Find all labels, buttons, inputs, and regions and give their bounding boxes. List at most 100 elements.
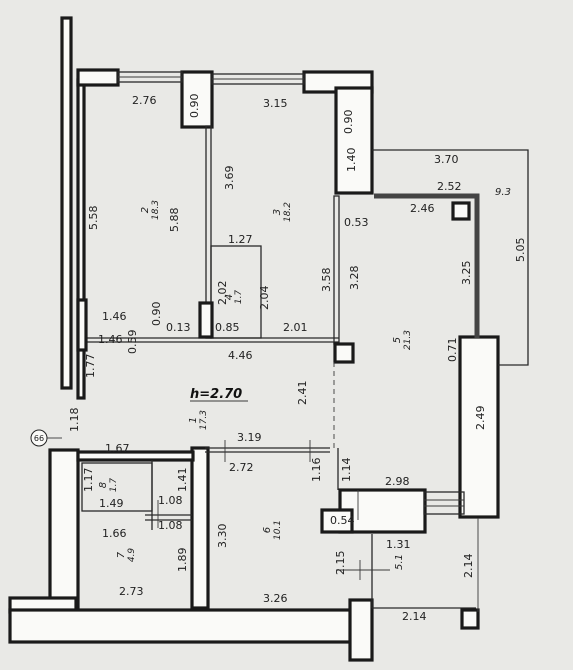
dimension-label: 1.31 [386, 538, 411, 551]
dimension-label: 2.46 [410, 202, 435, 215]
dimension-label: 3.26 [263, 592, 288, 605]
dimension-label: 5.05 [514, 238, 527, 263]
room-area: 1.7 [109, 478, 119, 493]
wall-bottom-strip [8, 608, 372, 644]
room-number: 5.1 [394, 554, 405, 570]
dimension-label: 1.67 [105, 442, 130, 455]
dimension-label: 0.59 [126, 330, 139, 355]
room-area: 17.3 [199, 410, 209, 430]
dimension-label: 1.27 [228, 233, 253, 246]
dimension-label: 1.08 [158, 519, 183, 532]
room-number: 1 [188, 417, 199, 423]
dimension-label: 3.30 [216, 524, 229, 549]
dimension-label: 0.71 [446, 338, 459, 363]
dimension-label: 1.66 [102, 527, 127, 540]
room-number: 3 [272, 209, 283, 215]
dimension-label: 2.14 [402, 610, 427, 623]
dimension-label: 1.89 [176, 548, 189, 573]
room-area: 4.9 [127, 548, 137, 563]
wall-bottom-right [348, 598, 374, 662]
window-right-lower [423, 491, 465, 515]
room-number: 6 [262, 527, 273, 533]
dimension-labels: 2.76 0.90 3.15 0.90 3.69 1.40 3.70 5.58 … [68, 94, 527, 624]
dimension-label: 2.15 [334, 551, 347, 576]
room-number: 8 [98, 482, 109, 488]
dimension-label: 2.02 [216, 281, 229, 306]
closet-4-post [198, 301, 214, 339]
closet-4 [210, 245, 262, 339]
balcony-post-top [451, 201, 471, 221]
dimension-label: 3.15 [263, 97, 288, 110]
wall-room6-left [190, 446, 210, 610]
balcony-9-3-rail [374, 193, 480, 338]
wall-right-column [334, 86, 374, 195]
wall-bath-right [338, 488, 427, 534]
balcony-post-bottom [460, 608, 480, 630]
dimension-label: 1.08 [158, 494, 183, 507]
axis-marker: 66 [30, 429, 62, 447]
dimension-label: 1.18 [68, 408, 81, 433]
dimension-label: 3.25 [460, 261, 473, 286]
dimension-label: 0.53 [344, 216, 369, 229]
room-number: 5 [392, 337, 403, 343]
dimension-label: 2.98 [385, 475, 410, 488]
dimension-label: 1.16 [310, 458, 323, 483]
dimension-label: 5.88 [168, 208, 181, 233]
room-area: 18.2 [283, 202, 293, 222]
dimension-label: 0.54 [330, 514, 355, 527]
room-area: 10.1 [273, 520, 283, 540]
dimension-label: 2.72 [229, 461, 254, 474]
dimension-label: 0.90 [188, 94, 201, 119]
dimension-label: 1.41 [176, 468, 189, 493]
dimension-label: 3.28 [348, 266, 361, 291]
dimension-label: 5.58 [87, 206, 100, 231]
dimension-label: 3.70 [434, 153, 459, 166]
dimension-label: 1.49 [99, 497, 124, 510]
wall-room7-top [76, 450, 195, 462]
axis-marker-label: 66 [34, 434, 44, 443]
room-labels: 2 18.3 3 18.2 4 1.7 5 21.3 1 17.3 8 1.7 … [98, 187, 511, 570]
dimension-label: 2.76 [132, 94, 157, 107]
dimension-label: 1.40 [345, 148, 358, 173]
partitions [76, 125, 355, 534]
room-number: 4 [224, 294, 235, 300]
room-area: 1.7 [234, 290, 244, 305]
door-marks [157, 440, 390, 580]
stub-left-hall [76, 298, 88, 352]
room-number: 9.3 [495, 187, 511, 198]
room-number: 7 [116, 551, 127, 558]
dimension-label: 3.69 [223, 166, 236, 191]
room-area: 18.3 [151, 200, 161, 220]
partition-3-5 [333, 195, 340, 345]
dimension-label: 0.13 [166, 321, 191, 334]
balcony-9-3 [372, 149, 529, 366]
dimension-label: 0.90 [342, 110, 355, 135]
wall-left-lower [48, 448, 80, 612]
dimension-label: 1.77 [84, 354, 97, 379]
dimension-label: 2.41 [296, 381, 309, 406]
dimension-label: 0.90 [150, 302, 163, 327]
dimension-label: 4.46 [228, 349, 253, 362]
dimension-label: 1.46 [98, 333, 123, 346]
dimension-label: 1.46 [102, 310, 127, 323]
dimension-label: 2.04 [258, 286, 271, 311]
walls [8, 16, 500, 662]
wall-left-outer [60, 16, 73, 390]
dimension-label: 2.73 [119, 585, 144, 598]
dimension-label: 0.85 [215, 321, 240, 334]
dimension-label: 1.14 [340, 458, 353, 483]
dimension-label: 1.17 [82, 468, 95, 493]
windows [117, 71, 465, 515]
column-hall [333, 342, 355, 364]
balconies [371, 149, 529, 630]
room-area: 21.3 [403, 330, 413, 350]
column-bath [320, 508, 354, 534]
dimension-label: 2.49 [474, 406, 487, 431]
dimension-label: 3.58 [320, 268, 333, 293]
room-number: 2 [140, 207, 151, 213]
wall-top-pillar [180, 70, 214, 129]
dimension-label: 3.19 [237, 431, 262, 444]
dimension-label: 2.01 [283, 321, 308, 334]
dimension-label: 2.52 [437, 180, 462, 193]
